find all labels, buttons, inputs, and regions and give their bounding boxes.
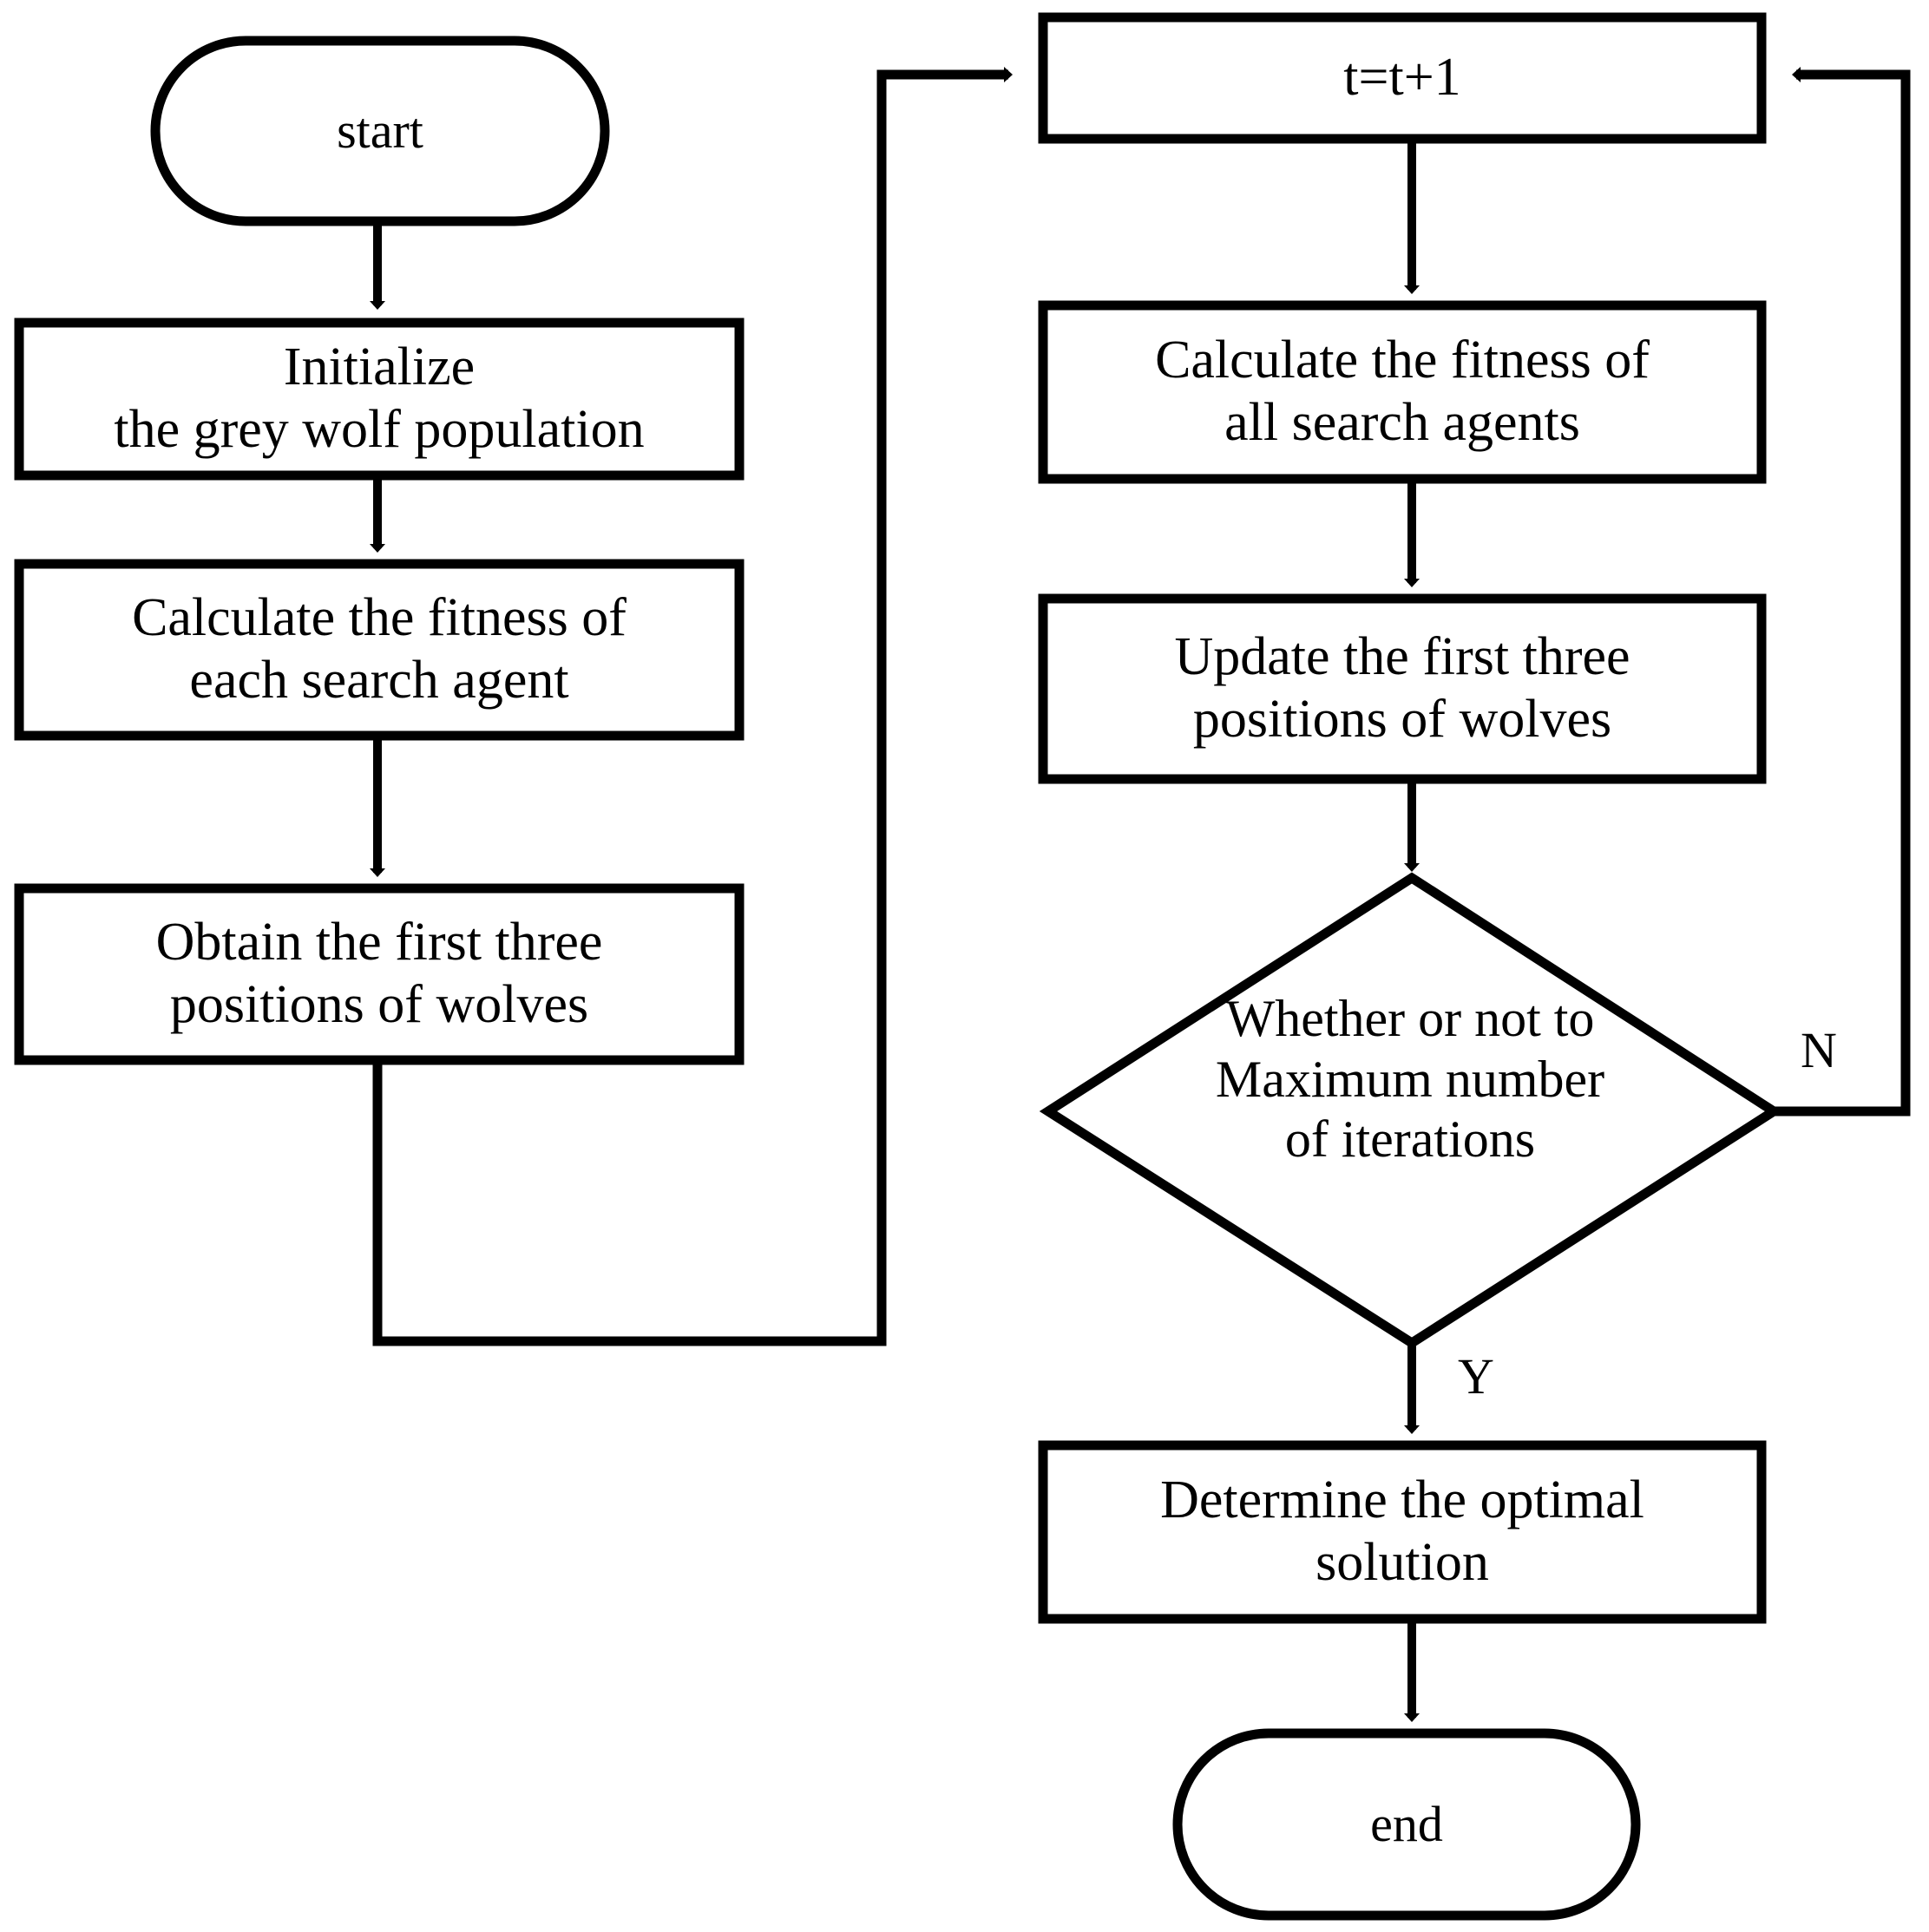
connector-decision-no-feedback-loop	[1774, 67, 1911, 1117]
calc-fitness-all-box-shape	[1038, 300, 1767, 484]
start-terminator-shape	[150, 36, 610, 226]
end-terminator-shape	[1172, 1728, 1641, 1921]
connector-obtain-to-increment	[372, 67, 1013, 1346]
branch-label-no: N	[1801, 1022, 1837, 1078]
determine-optimal-box-shape	[1038, 1440, 1767, 1624]
calc-fitness-each-box-shape	[14, 559, 745, 741]
branch-label-yes: Y	[1458, 1348, 1494, 1405]
obtain-first-three-box-shape	[14, 883, 745, 1065]
update-first-three-box-shape	[1038, 593, 1767, 784]
increment-box-shape	[1038, 12, 1767, 144]
decision-diamond-shape	[1039, 872, 1783, 1349]
initialize-box-shape	[14, 318, 745, 481]
